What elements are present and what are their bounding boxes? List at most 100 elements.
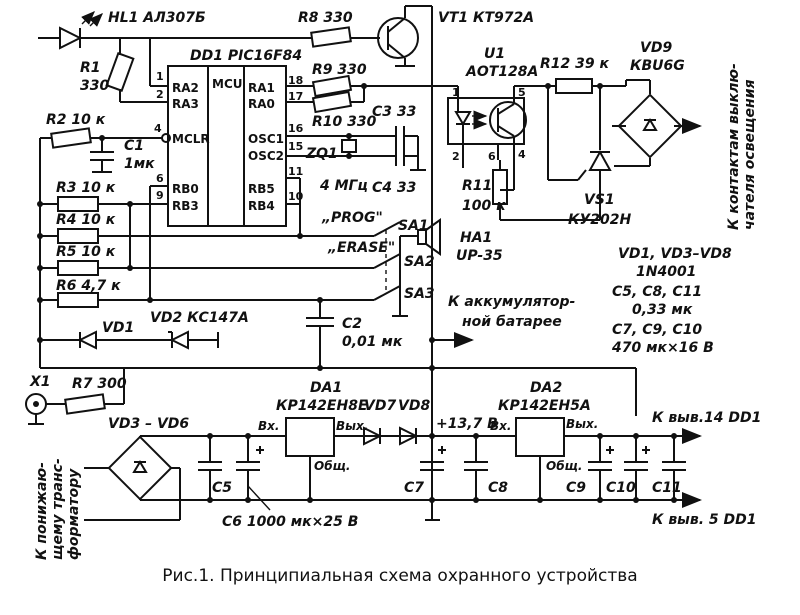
- da2-value: КР142ЕН5А: [498, 398, 591, 414]
- da2-output: Вых.: [566, 417, 598, 431]
- hl1-led: [38, 11, 150, 50]
- pin14-label: К выв.14 DD1: [652, 410, 761, 426]
- erase-label: „ERASE": [327, 240, 395, 256]
- c1-capacitor: [90, 138, 114, 173]
- r11-resistor: [492, 160, 600, 221]
- r5-resistor: [40, 260, 330, 276]
- vd9-bridge: [612, 79, 702, 167]
- rb0-pin: RB0: [172, 182, 199, 196]
- sa-switches: [300, 221, 418, 317]
- u1-pin-6: 6: [488, 150, 496, 163]
- da1-common: Общ.: [314, 459, 350, 473]
- rb4-pin: RB4: [248, 199, 275, 213]
- zq1-label: ZQ1: [305, 146, 338, 162]
- ra2-pin: RA2: [172, 81, 199, 95]
- u1-pin-5: 5: [518, 86, 526, 99]
- light-label-1: К контактам выклю-: [726, 63, 742, 230]
- c2-value: 0,01 мк: [342, 334, 403, 350]
- c2-label: C2: [342, 316, 362, 332]
- pin-2: 2: [156, 88, 164, 101]
- vd9-value: КВU6G: [630, 58, 685, 74]
- c11-label: C11: [652, 480, 682, 496]
- r8-resistor: [150, 26, 380, 48]
- sa2-label: SA2: [404, 254, 435, 270]
- u1-pin-2: 2: [452, 150, 460, 163]
- r3-resistor: [40, 196, 168, 212]
- r7-resistor: [64, 368, 125, 415]
- r1-value: 330: [80, 78, 109, 94]
- u1-pin-1: 1: [452, 86, 460, 99]
- r11-value: 100 к: [462, 198, 506, 214]
- r4-resistor: [40, 228, 300, 244]
- osc-circuit: [286, 126, 426, 171]
- da1-label: DA1: [310, 380, 342, 396]
- r3-label: R3 10 к: [56, 180, 116, 196]
- pin5-label: К выв. 5 DD1: [652, 512, 757, 528]
- pin-9: 9: [156, 189, 164, 202]
- vs1-label: VS1: [584, 192, 615, 208]
- ha1-label: HA1: [460, 230, 492, 246]
- r4-label: R4 10 к: [56, 212, 116, 228]
- da2-regulator: [515, 417, 565, 500]
- transformer-label-1: К понижаю-: [34, 462, 50, 560]
- hl1-label: HL1 АЛ307Б: [108, 10, 206, 26]
- vd1-label: VD1: [102, 320, 134, 336]
- pin-15: 15: [288, 140, 303, 153]
- pin-1: 1: [156, 70, 164, 83]
- da1-output: Вых.: [336, 419, 368, 433]
- c7-label: C7: [404, 480, 424, 496]
- ha1-value: UP-35: [456, 248, 503, 264]
- r1-resistor: [105, 38, 168, 103]
- light-label-2: чателя освещения: [742, 79, 758, 230]
- vt1-label: VT1 КТ972А: [438, 10, 534, 26]
- c7-capacitor: [420, 446, 446, 471]
- pin-10: 10: [288, 190, 304, 203]
- voltage-label: +13,7 В: [436, 416, 498, 432]
- r2-label: R2 10 к: [46, 112, 106, 128]
- x1-label: X1: [29, 374, 51, 390]
- c9-capacitor: [588, 436, 614, 500]
- r10-label: R10 330: [312, 114, 377, 130]
- mclr-pin: MCLR: [172, 132, 210, 146]
- osc2-pin: OSC2: [248, 149, 284, 163]
- dd1-label: DD1 PIC16F84: [190, 48, 302, 64]
- vd9-label: VD9: [640, 40, 672, 56]
- ra0-pin: RA0: [248, 97, 275, 111]
- c1-label: C1: [124, 138, 144, 154]
- vd7-vd8-diodes: [363, 426, 419, 446]
- note-line-2: 1N4001: [636, 264, 696, 280]
- r5-label: R5 10 к: [56, 244, 116, 260]
- figure-caption: Рис.1. Принципиальная схема охранного ус…: [162, 566, 638, 586]
- sa1-label: SA1: [398, 218, 429, 234]
- vs1-value: КУ202Н: [568, 212, 631, 228]
- da2-common: Общ.: [546, 459, 582, 473]
- u1-label: U1: [484, 46, 505, 62]
- ra1-pin: RA1: [248, 81, 275, 95]
- da2-input: Вх.: [490, 419, 511, 433]
- c5-label: C5: [212, 480, 232, 496]
- vs1-thyristor: [547, 86, 612, 220]
- da1-value: КР142ЕН8Е: [276, 398, 368, 414]
- vt1-transistor: [377, 5, 432, 67]
- c1-value: 1мк: [124, 156, 155, 172]
- r6-resistor: [40, 292, 330, 308]
- c10-label: C10: [606, 480, 636, 496]
- u1-pin-4: 4: [518, 148, 526, 161]
- c4-label: C4 33: [372, 180, 416, 196]
- da1-input: Вх.: [258, 419, 279, 433]
- note-line-4: 0,33 мк: [632, 302, 693, 318]
- pin-16: 16: [288, 122, 304, 135]
- rb5-pin: RB5: [248, 182, 275, 196]
- r6-label: R6 4,7 к: [56, 278, 121, 294]
- r7-label: R7 300: [72, 376, 127, 392]
- note-line-3: C5, C8, C11: [612, 284, 702, 300]
- rb3-pin: RB3: [172, 199, 199, 213]
- u1-optocoupler: [447, 85, 548, 191]
- pin-6: 6: [156, 172, 164, 185]
- r8-label: R8 330: [298, 10, 353, 26]
- battery-label-2: ной батарее: [462, 314, 562, 330]
- pin-17: 17: [288, 90, 303, 103]
- r12-resistor: [548, 78, 626, 94]
- r11-label: R11: [462, 178, 492, 194]
- vd3-vd6-bridge: [84, 435, 181, 521]
